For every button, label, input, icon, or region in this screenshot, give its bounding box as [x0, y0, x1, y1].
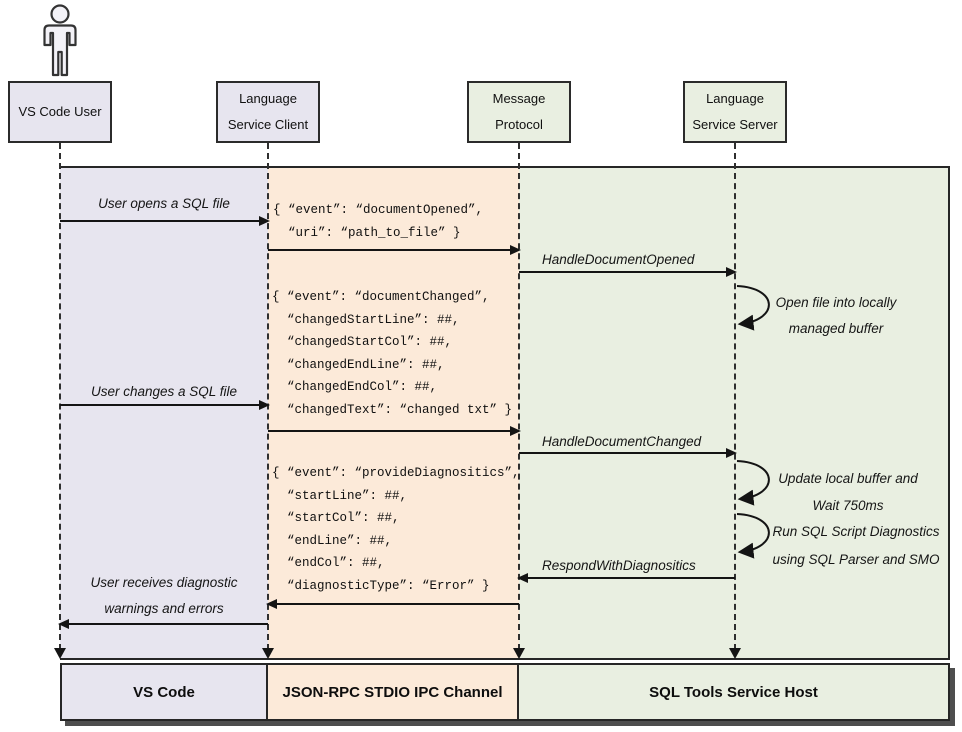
- footer-box-ipc-channel: JSON-RPC STDIO IPC Channel: [266, 663, 519, 721]
- lifeline-end-arrow-icon: [262, 648, 274, 659]
- lifeline-end-arrow-icon: [54, 648, 66, 659]
- lifeline-vscode-user: [59, 143, 61, 650]
- code-line: “uri”: “path_to_file” }: [273, 226, 461, 240]
- code-line: “startLine”: ##,: [272, 489, 408, 503]
- label-note-open-1: Open file into locally: [775, 295, 897, 310]
- arrow-user-changes: [60, 400, 270, 410]
- footer-box-service-host: SQL Tools Service Host: [517, 663, 950, 721]
- actor-label: Protocol: [495, 117, 543, 132]
- code-line: “startCol”: ##,: [272, 511, 400, 525]
- code-line: “changedStartLine”: ##,: [272, 313, 460, 327]
- arrowhead-right-icon: [726, 448, 737, 458]
- arrow-handle-opened: [519, 267, 737, 277]
- user-actor-icon: [43, 4, 77, 77]
- lifeline-message-protocol: [518, 143, 520, 650]
- lifeline-end-arrow-icon: [513, 648, 525, 659]
- label-note-open-2: managed buffer: [788, 321, 884, 336]
- actor-box-service-client: Language Service Client: [216, 81, 320, 143]
- code-line: { “event”: “documentOpened”,: [273, 203, 484, 217]
- lifeline-end-arrow-icon: [729, 648, 741, 659]
- code-line: “changedText”: “changed txt” }: [272, 403, 513, 417]
- actor-label: Service Client: [227, 117, 309, 132]
- label-note-run-2: using SQL Parser and SMO: [772, 552, 940, 567]
- arrow-user-opens: [60, 216, 270, 226]
- code-line: “changedStartCol”: ##,: [272, 335, 453, 349]
- label-note-update-2: Wait 750ms: [812, 498, 884, 513]
- code-line: “endCol”: ##,: [272, 556, 385, 570]
- arrowhead-right-icon: [726, 267, 737, 277]
- arrow-respond-diagnostics: [517, 573, 735, 583]
- actor-box-service-server: Language Service Server: [683, 81, 787, 143]
- footer-label: JSON-RPC STDIO IPC Channel: [282, 683, 503, 701]
- label-user-receives-2: warnings and errors: [104, 601, 224, 616]
- service-host-column: [519, 168, 948, 658]
- arrow-user-receives: [58, 619, 268, 629]
- label-respond-diag: RespondWithDiagnositics: [542, 558, 696, 573]
- arrowhead-left-icon: [58, 619, 69, 629]
- footer-label: SQL Tools Service Host: [649, 683, 818, 701]
- arrow-document-changed: [268, 426, 521, 436]
- label-user-receives-1: User receives diagnostic: [90, 575, 238, 590]
- lifeline-service-server: [734, 143, 736, 650]
- arrow-document-opened: [268, 245, 521, 255]
- arrowhead-left-icon: [266, 599, 277, 609]
- arrowhead-right-icon: [510, 245, 521, 255]
- code-line: { “event”: “provideDiagnositics”,: [272, 466, 520, 480]
- code-line: “endLine”: ##,: [272, 534, 393, 548]
- actor-label: VS Code User: [18, 104, 102, 119]
- label-handle-changed: HandleDocumentChanged: [542, 434, 702, 449]
- arrowhead-right-icon: [259, 216, 270, 226]
- label-note-run-1: Run SQL Script Diagnostics: [772, 524, 940, 539]
- lifeline-service-client: [267, 143, 269, 650]
- code-line: { “event”: “documentChanged”,: [272, 290, 490, 304]
- footer-label: VS Code: [133, 683, 195, 701]
- actor-label: Message: [492, 91, 546, 106]
- actor-label: Language: [239, 91, 297, 106]
- vscode-column: [60, 168, 268, 658]
- label-note-update-1: Update local buffer and: [778, 471, 918, 486]
- actor-label: Language: [706, 91, 764, 106]
- arrowhead-left-icon: [517, 573, 528, 583]
- label-handle-opened: HandleDocumentOpened: [542, 252, 695, 267]
- arrow-diagnostics-to-client: [266, 599, 519, 609]
- label-user-opens: User opens a SQL file: [98, 196, 230, 211]
- actor-box-vscode-user: VS Code User: [8, 81, 112, 143]
- actor-label: Service Server: [692, 117, 778, 132]
- arrow-handle-changed: [519, 448, 737, 458]
- arrowhead-right-icon: [259, 400, 270, 410]
- actor-box-message-protocol: Message Protocol: [467, 81, 571, 143]
- footer-row: VS Code JSON-RPC STDIO IPC Channel SQL T…: [60, 663, 950, 721]
- code-line: “changedEndCol”: ##,: [272, 380, 438, 394]
- footer-box-vscode: VS Code: [60, 663, 268, 721]
- label-user-changes: User changes a SQL file: [90, 384, 238, 399]
- code-line: “diagnosticType”: “Error” }: [272, 579, 490, 593]
- arrowhead-right-icon: [510, 426, 521, 436]
- code-line: “changedEndLine”: ##,: [272, 358, 445, 372]
